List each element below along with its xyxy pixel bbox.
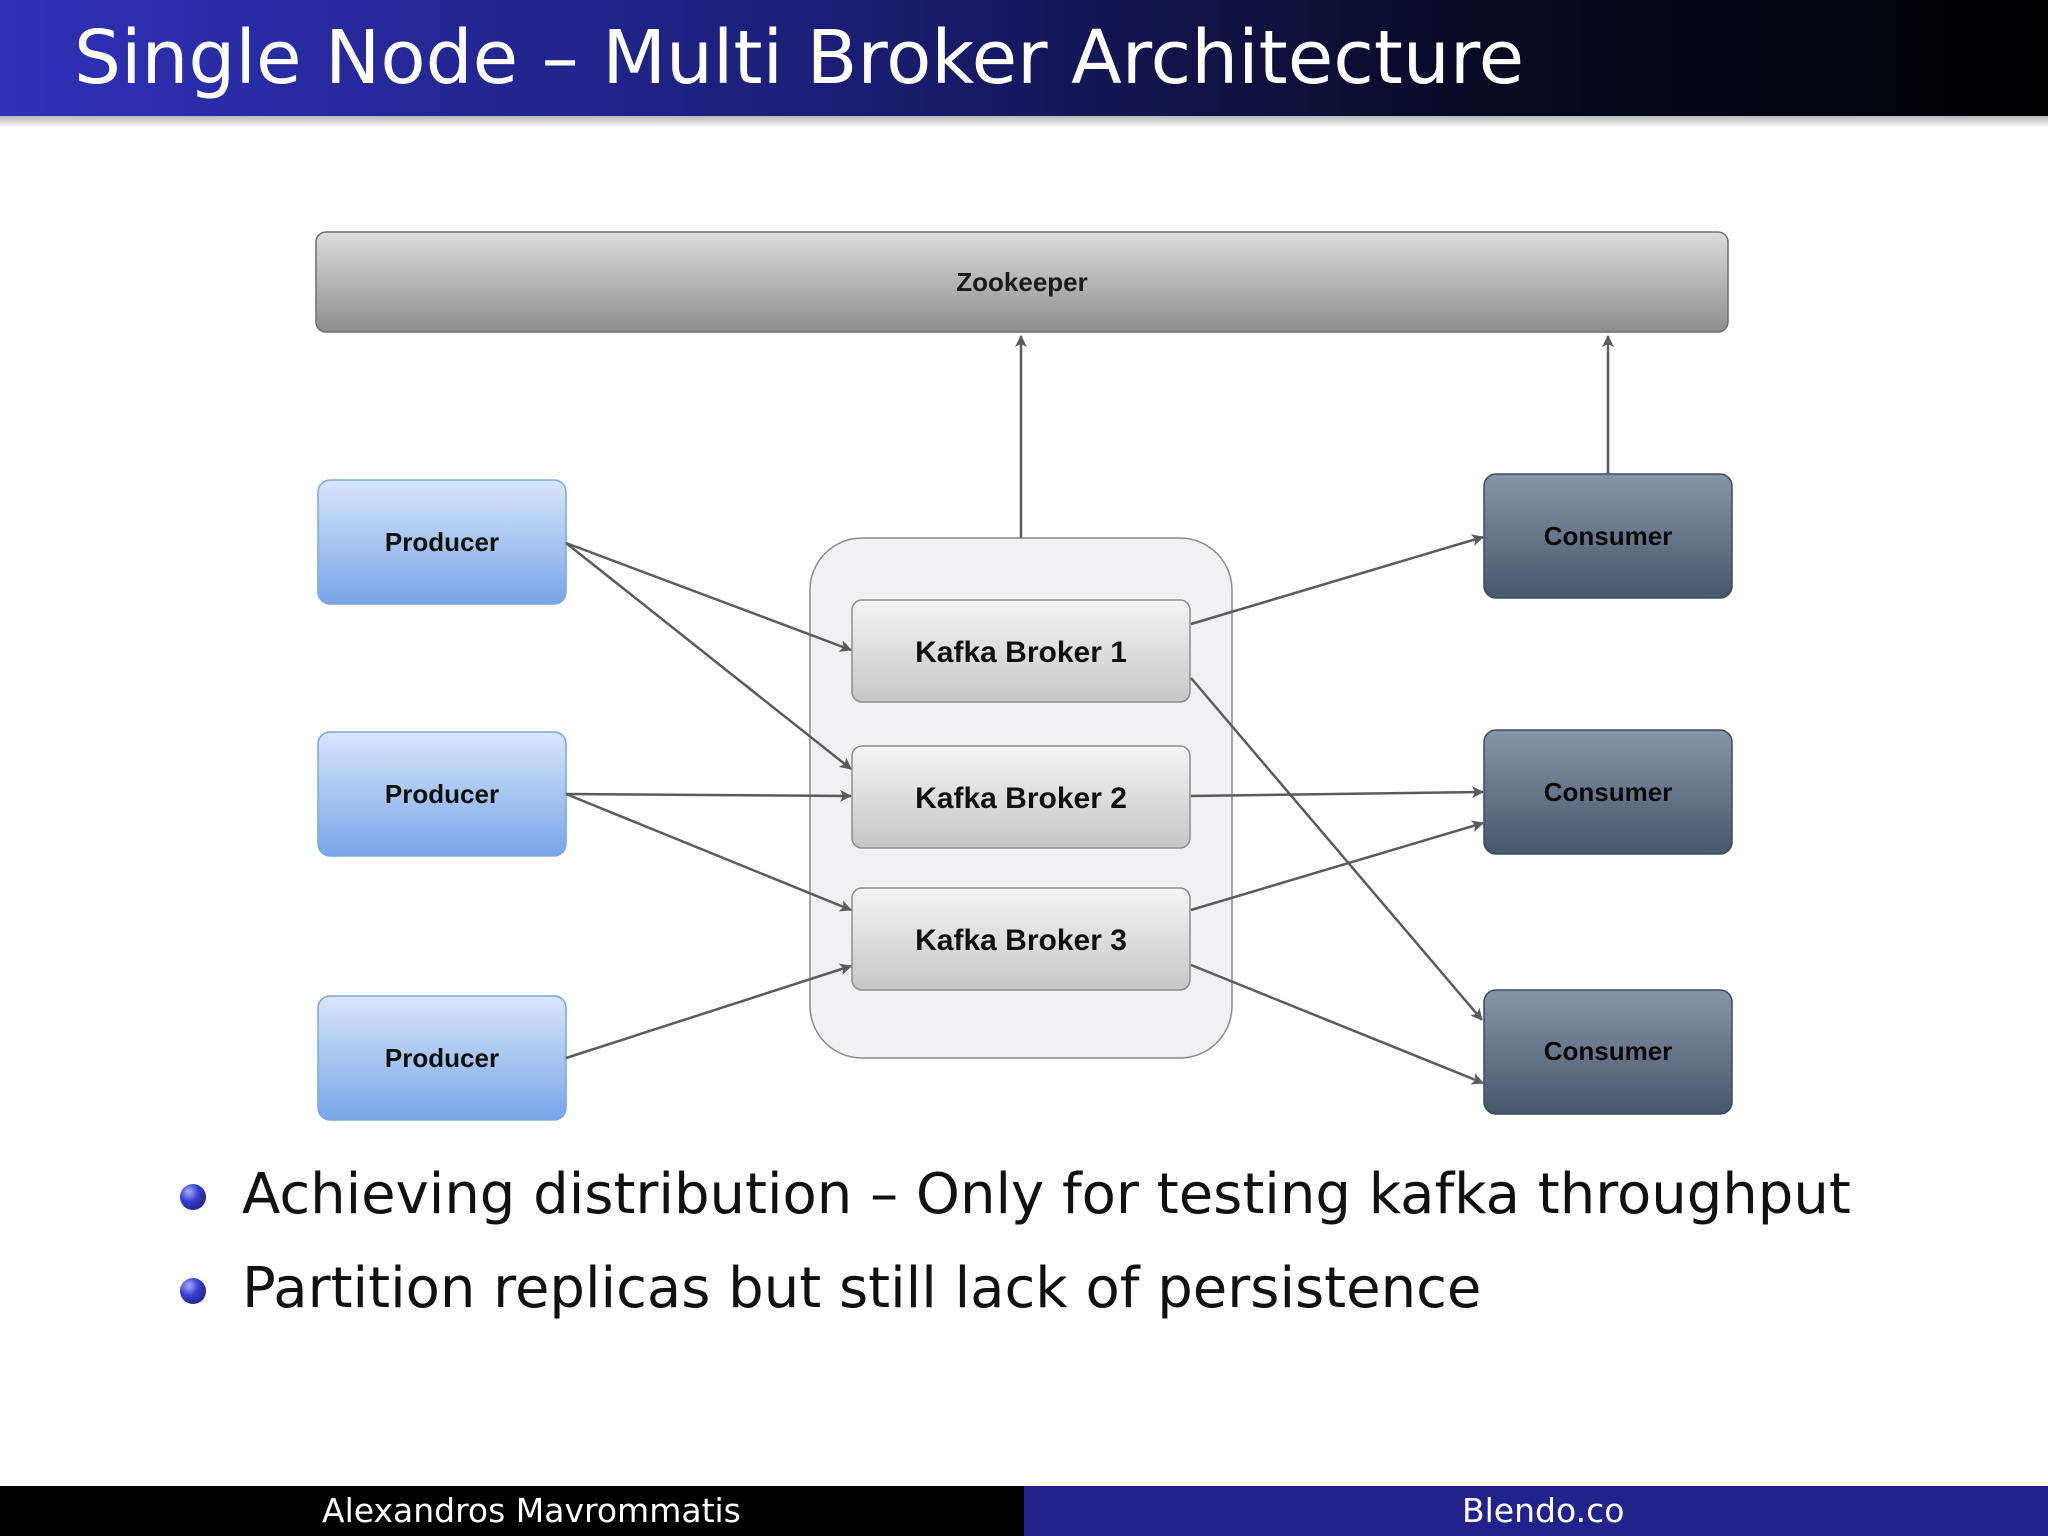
producer-node-1: Producer	[317, 479, 567, 605]
slide-title: Single Node – Multi Broker Architecture	[74, 15, 1525, 101]
broker-label: Kafka Broker 3	[915, 924, 1127, 957]
consumer-label: Consumer	[1544, 521, 1673, 551]
arrow-broker3-to-consumer3	[1190, 963, 1484, 1085]
footer-author: Alexandros Mavrommatis	[322, 1491, 741, 1530]
kafka-broker-2: Kafka Broker 2	[851, 745, 1191, 849]
kafka-broker-3: Kafka Broker 3	[851, 887, 1191, 991]
producer-node-2: Producer	[317, 731, 567, 857]
consumer-node-1: Consumer	[1483, 473, 1733, 599]
title-bar-shadow	[0, 116, 2048, 128]
arrow-broker3-to-consumer2	[1190, 820, 1484, 912]
broker-label: Kafka Broker 2	[915, 782, 1127, 815]
bullet-item: Partition replicas but still lack of per…	[176, 1242, 1851, 1336]
arrow-broker2-to-consumer2	[1190, 786, 1484, 799]
bullet-dot-icon	[180, 1278, 206, 1304]
consumer-label: Consumer	[1544, 1036, 1673, 1066]
bullet-text: Achieving distribution – Only for testin…	[242, 1162, 1851, 1227]
arrow-producer2-to-broker3	[565, 792, 852, 912]
bullet-text: Partition replicas but still lack of per…	[242, 1256, 1482, 1321]
arrow-broker1-to-consumer3	[1190, 677, 1483, 1021]
architecture-diagram: Zookeeper Producer Producer Producer Kaf…	[315, 231, 1733, 1121]
footer-author-panel: Alexandros Mavrommatis	[0, 1486, 1024, 1536]
footer-site: Blendo.co	[1462, 1491, 1625, 1530]
footer-site-panel: Blendo.co	[1024, 1486, 2048, 1536]
zookeeper-label: Zookeeper	[956, 267, 1088, 297]
broker-label: Kafka Broker 1	[915, 636, 1127, 669]
bullet-list: Achieving distribution – Only for testin…	[176, 1148, 1851, 1336]
arrow-producer3-to-broker3	[565, 963, 852, 1060]
zookeeper-node: Zookeeper	[315, 231, 1729, 333]
producer-node-3: Producer	[317, 995, 567, 1121]
consumer-node-2: Consumer	[1483, 729, 1733, 855]
arrow-broker1-to-consumer1	[1190, 534, 1484, 626]
producer-label: Producer	[385, 1043, 499, 1073]
bullet-dot-icon	[180, 1184, 206, 1210]
consumer-label: Consumer	[1544, 777, 1673, 807]
arrow-producer2-to-broker2	[565, 789, 852, 802]
bullet-item: Achieving distribution – Only for testin…	[176, 1148, 1851, 1242]
title-bar: Single Node – Multi Broker Architecture	[0, 0, 2048, 116]
arrow-producer1-to-broker1	[565, 541, 852, 652]
producer-label: Producer	[385, 527, 499, 557]
consumer-node-3: Consumer	[1483, 989, 1733, 1115]
arrow-producer1-to-broker2	[565, 542, 852, 770]
producer-label: Producer	[385, 779, 499, 809]
kafka-broker-1: Kafka Broker 1	[851, 599, 1191, 703]
